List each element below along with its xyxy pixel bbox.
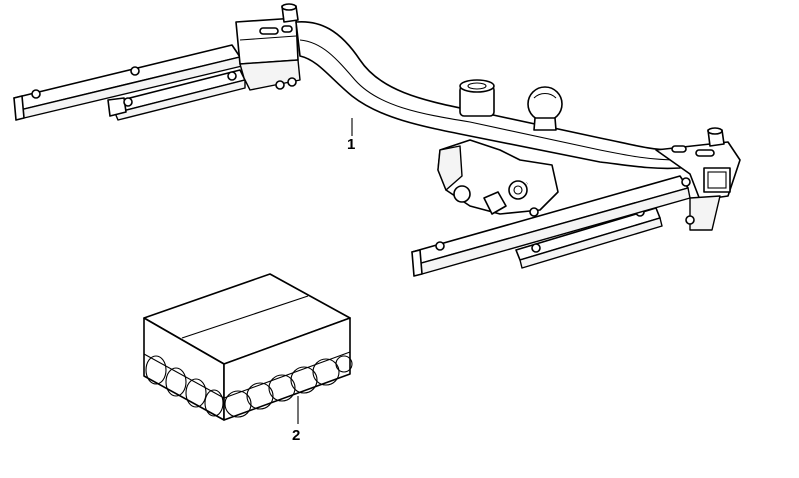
receiver-sleeve	[459, 79, 495, 117]
left-upper-arm	[13, 44, 243, 121]
right-lower-arm	[515, 207, 663, 269]
box-rolls-front	[145, 355, 224, 417]
right-mounting-bracket	[655, 127, 741, 231]
box-rolls-side	[224, 355, 353, 418]
hitch-housing: ⁘	[437, 139, 559, 215]
callout-label-2: 2	[292, 427, 301, 444]
tow-bar-assembly: ⁘	[13, 3, 741, 277]
left-lower-arm	[107, 69, 246, 121]
tow-ball	[527, 86, 563, 131]
callout-label-1: 1	[347, 136, 356, 153]
svg-text:⁘: ⁘	[524, 182, 529, 188]
left-mounting-bracket	[235, 3, 301, 91]
right-upper-arm	[411, 175, 691, 277]
parts-box	[143, 273, 353, 421]
box-side-face	[223, 317, 351, 421]
